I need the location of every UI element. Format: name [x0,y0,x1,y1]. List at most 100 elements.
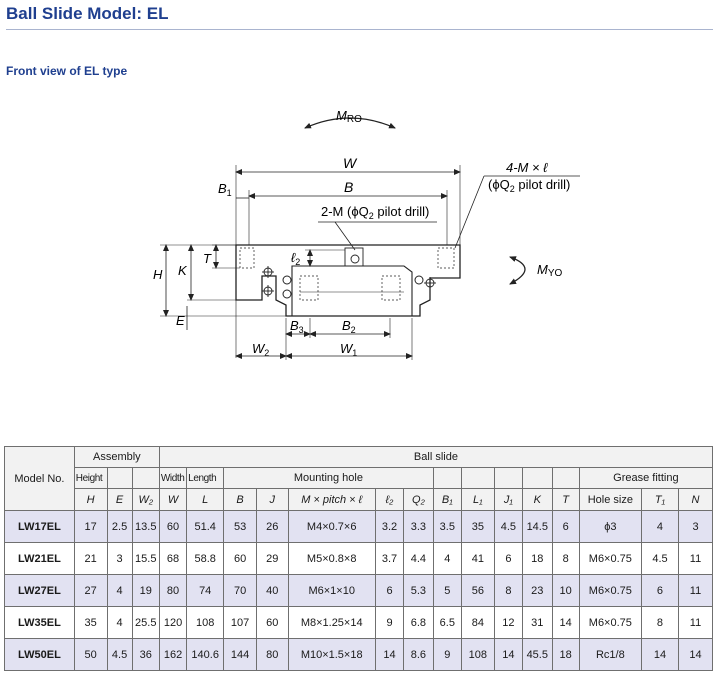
w2-label: W2 [252,341,269,358]
sym-hole-size: Hole size [578,488,642,511]
four-m-label: 4-M × ℓ [506,160,548,175]
mro-label: MRO [336,108,362,125]
cell-m: M5×0.8×8 [287,542,376,575]
cell-k: 31 [522,606,553,639]
cell-j1: 4.5 [493,510,524,543]
cell-l1: 41 [460,542,495,575]
cell-j: 60 [255,606,289,639]
t-label: T [203,251,212,266]
rail-body [291,265,413,317]
cell-k: 23 [522,574,553,607]
cell-w: 68 [158,542,188,575]
cell-b1: 5 [432,574,462,607]
model-cell: LW50EL [4,638,75,671]
cell-l: 51.4 [186,510,225,543]
title-divider [6,29,713,30]
sym-k: K [522,488,553,511]
cell-m: M6×1×10 [287,574,376,607]
cell-l1: 56 [460,574,495,607]
cell-b1: 9 [432,638,462,671]
header-ball-slide: Ball slide [158,446,713,468]
b1-label: B1 [218,181,232,198]
dimension-table: Model No. Assembly Ball slide Height Wid… [4,446,713,671]
b-label: B [344,179,353,195]
cell-t: 8 [551,542,580,575]
cell-l1: 35 [460,510,495,543]
myo-label: MYO [537,262,563,279]
cell-t: 14 [551,606,580,639]
cell-e: 4.5 [106,638,133,671]
sym-b: B [223,488,257,511]
sym-w: W [158,488,188,511]
cell-m: M10×1.5×18 [287,638,376,671]
sym-j1: J₁ [493,488,524,511]
cell-b: 70 [223,574,257,607]
page-title: Ball Slide Model: EL [6,4,169,23]
cell-j1: 8 [493,574,524,607]
cell-b: 53 [223,510,257,543]
b2-label: B2 [342,318,356,335]
two-m-label: 2-M (ϕQ2 pilot drill) [321,204,429,221]
sym-l2: ℓ₂ [374,488,405,511]
cell-q2: 4.4 [403,542,434,575]
header-length: Length [186,467,225,489]
cell-j: 26 [255,510,289,543]
header-assembly: Assembly [73,446,160,468]
cell-m: M8×1.25×14 [287,606,376,639]
cell-n: 14 [678,638,713,671]
cell-b: 107 [223,606,257,639]
cell-q2: 3.3 [403,510,434,543]
cell-l2: 3.2 [374,510,405,543]
w-label: W [343,155,358,171]
h-label: H [153,267,163,282]
cell-hole: M6×0.75 [578,574,642,607]
cell-j1: 6 [493,542,524,575]
sym-q2: Q₂ [403,488,434,511]
myo-arrow [509,256,526,285]
cell-w: 120 [158,606,188,639]
cell-h: 21 [73,542,108,575]
cell-w2: 13.5 [131,510,160,543]
cell-l2: 3.7 [374,542,405,575]
sym-l: L [186,488,225,511]
cell-k: 14.5 [522,510,553,543]
cell-k: 18 [522,542,553,575]
header-mounting-hole: Mounting hole [223,467,434,489]
section-subtitle: Front view of EL type [6,64,128,78]
cell-j: 29 [255,542,289,575]
sym-e: E [106,488,133,511]
model-cell: LW35EL [4,606,75,639]
header-height: Height [73,467,108,489]
sym-t1: T₁ [640,488,680,511]
cell-w2: 36 [131,638,160,671]
cell-j: 80 [255,638,289,671]
cell-hole: Rc1/8 [578,638,642,671]
cell-h: 27 [73,574,108,607]
cell-w2: 25.5 [131,606,160,639]
cell-n: 11 [678,542,713,575]
cell-t: 10 [551,574,580,607]
w1-label: W1 [340,341,357,358]
sym-b1: B₁ [432,488,462,511]
k-label: K [178,263,188,278]
cell-w: 80 [158,574,188,607]
cell-w2: 15.5 [131,542,160,575]
cell-t: 6 [551,510,580,543]
cell-m: M4×0.7×6 [287,510,376,543]
cell-e: 4 [106,606,133,639]
cell-n: 11 [678,574,713,607]
cell-q2: 5.3 [403,574,434,607]
model-cell: LW17EL [4,510,75,543]
cell-l: 74 [186,574,225,607]
sym-n: N [678,488,713,511]
cell-t1: 14 [640,638,680,671]
pilot-drill-label: (ϕQ2 pilot drill) [488,177,570,194]
model-cell: LW27EL [4,574,75,607]
cell-l2: 6 [374,574,405,607]
